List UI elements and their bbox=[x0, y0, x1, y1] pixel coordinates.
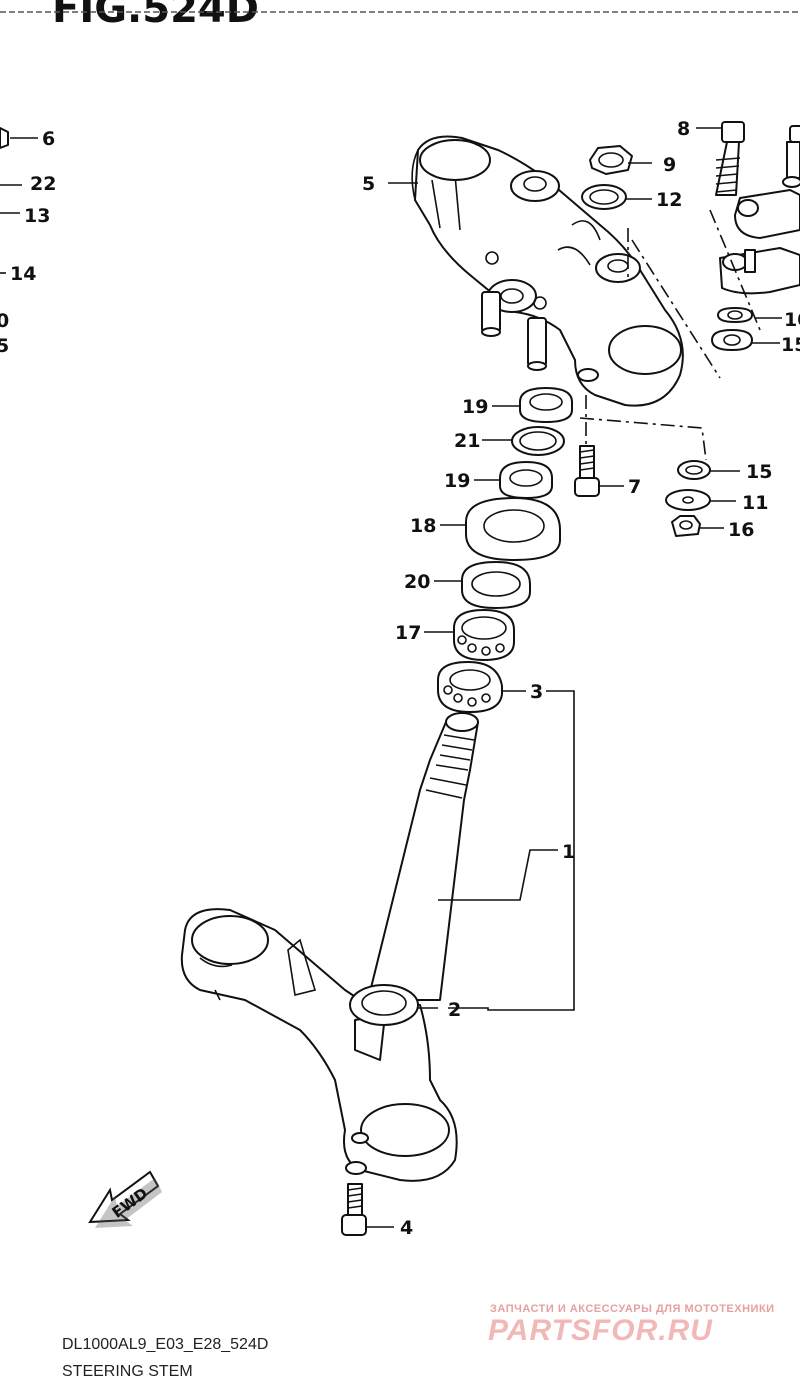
callout-4: 4 bbox=[400, 1217, 413, 1239]
steering-stem bbox=[180, 712, 479, 1182]
left-edge-parts bbox=[0, 127, 22, 186]
nut-16 bbox=[671, 515, 701, 537]
handlebar-holder bbox=[711, 189, 800, 351]
callout-2: 2 bbox=[448, 999, 461, 1021]
washer-11 bbox=[665, 489, 711, 511]
callout-15-lower: 15 bbox=[746, 461, 772, 483]
model-code: DL1000AL9_E03_E28_524D bbox=[62, 1336, 269, 1353]
callout-5: 5 bbox=[362, 173, 375, 195]
upper-bracket bbox=[411, 135, 684, 407]
leader-lines bbox=[0, 127, 782, 1228]
nut-9 bbox=[589, 145, 633, 175]
callout-15-left: 5 bbox=[0, 335, 9, 357]
callout-8: 8 bbox=[677, 118, 690, 140]
callout-18: 18 bbox=[410, 515, 436, 537]
washer-12 bbox=[581, 184, 627, 210]
callout-16: 16 bbox=[728, 519, 754, 541]
callout-22: 22 bbox=[30, 173, 56, 195]
lock-washer-21 bbox=[511, 426, 565, 456]
callout-1: 1 bbox=[562, 841, 575, 863]
ring-nut-19-lower bbox=[499, 461, 553, 499]
assembly-lines bbox=[579, 209, 761, 461]
figure-title: FIG.524D bbox=[52, 0, 259, 32]
washer-15-lower bbox=[677, 460, 711, 480]
ring-nut-19-upper bbox=[519, 387, 573, 423]
bolt-7 bbox=[574, 445, 600, 497]
bearing-3 bbox=[437, 661, 503, 713]
callout-12: 12 bbox=[656, 189, 682, 211]
callout-21: 21 bbox=[454, 430, 480, 452]
fwd-arrow: FWD bbox=[88, 1170, 162, 1228]
bolt-8 bbox=[715, 121, 745, 196]
diagram-caption: STEERING STEM bbox=[62, 1363, 193, 1380]
watermark-brand: PARTSFOR.RU bbox=[488, 1314, 713, 1347]
callout-3: 3 bbox=[530, 681, 543, 703]
callout-7: 7 bbox=[628, 476, 641, 498]
bearing-17 bbox=[453, 609, 515, 661]
callout-19-lower: 19 bbox=[444, 470, 470, 492]
callout-10: 10 bbox=[784, 309, 800, 331]
bolt-4 bbox=[341, 1183, 367, 1236]
callout-20: 20 bbox=[404, 571, 430, 593]
bolt-right bbox=[782, 125, 800, 188]
callout-13: 13 bbox=[24, 205, 50, 227]
callout-17: 17 bbox=[395, 622, 421, 644]
callout-15-upper: 15 bbox=[781, 334, 800, 356]
callout-9: 9 bbox=[663, 154, 676, 176]
callout-10-left: 0 bbox=[0, 310, 9, 332]
callout-6: 6 bbox=[42, 128, 55, 150]
callout-19-upper: 19 bbox=[462, 396, 488, 418]
callout-14: 14 bbox=[10, 263, 36, 285]
seal-20 bbox=[461, 561, 531, 609]
callout-11: 11 bbox=[742, 492, 768, 514]
watermark-tagline: ЗАПЧАСТИ И АКСЕССУАРЫ ДЛЯ МОТОТЕХНИКИ bbox=[490, 1303, 775, 1315]
dust-seal-18 bbox=[465, 497, 561, 561]
callouts: 5 6 22 13 14 0 5 8 9 12 10 15 19 21 19 7… bbox=[0, 118, 800, 1239]
